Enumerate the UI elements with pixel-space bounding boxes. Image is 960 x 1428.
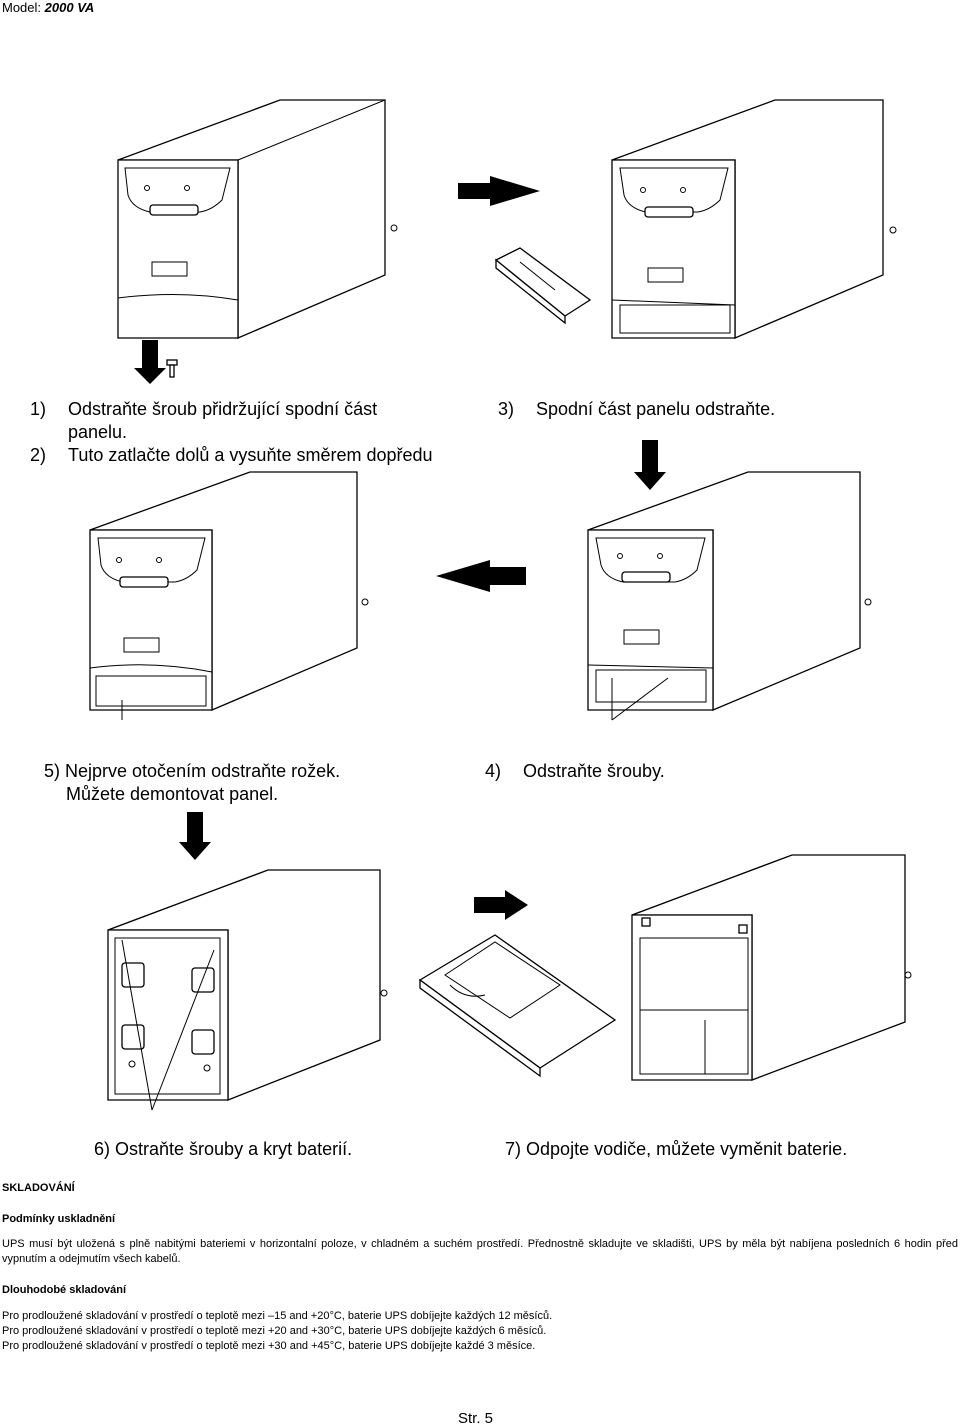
storage-title: SKLADOVÁNÍ — [2, 1182, 75, 1194]
step-text: Odstraňte šrouby. — [523, 761, 665, 781]
step-text: Spodní část panelu odstraňte. — [536, 399, 776, 419]
caption-step7: 7) Odpojte vodiče, můžete vyměnit bateri… — [505, 1138, 847, 1161]
model-label: Model: — [2, 0, 42, 15]
step-text: Tuto zatlačte dolů a vysuňte směrem dopř… — [68, 445, 433, 465]
down-arrow-icon — [179, 812, 211, 860]
battery-cover-illustration — [418, 934, 617, 1078]
storage-conditions-heading: Podmínky uskladnění — [2, 1213, 116, 1225]
caption-step5-line1: 5) Nejprve otočením odstraňte rožek. — [44, 761, 341, 781]
right-arrow-icon — [474, 890, 528, 920]
step-number: 4) — [485, 761, 502, 781]
down-arrow-icon — [634, 440, 666, 490]
page-header: Model: 2000 VA — [2, 0, 94, 15]
long-term-line: Pro prodloužené skladování v prostředí o… — [2, 1325, 547, 1337]
caption-step2: 2) Tuto zatlačte dolů a vysuňte směrem do… — [30, 444, 433, 467]
ups-illustration-step4 — [587, 471, 872, 721]
bottom-panel-illustration — [494, 247, 592, 325]
ups-illustration-step7 — [631, 854, 912, 1081]
step-text: Odstraňte šroub přidržující spodní část — [68, 399, 378, 419]
caption-step5-line2: Můžete demontovat panel. — [66, 784, 279, 804]
instruction-illustrations — [89, 99, 912, 1111]
page-number: Str. 5 — [458, 1410, 494, 1427]
ups-illustration-step6 — [107, 869, 388, 1111]
caption-step1: 1) Odstraňte šroub přidržující spodní čás… — [30, 398, 377, 421]
step-number: 1) — [30, 399, 47, 419]
caption-step6: 6) Ostraňte šrouby a kryt baterií. — [94, 1139, 353, 1159]
storage-conditions-text: UPS musí být uložená s plně nabitými bat… — [2, 1238, 958, 1265]
right-arrow-icon — [458, 176, 540, 206]
long-term-line: Pro prodloužené skladování v prostředí o… — [2, 1340, 536, 1352]
long-term-storage-list: Pro prodloužené skladování v prostředí o… — [2, 1309, 958, 1354]
step-text: Odpojte vodiče, můžete vyměnit baterie. — [526, 1139, 848, 1159]
step-number: 2) — [30, 445, 47, 465]
step-number: 7) — [505, 1139, 522, 1159]
model-value: 2000 VA — [44, 0, 95, 15]
step-number: 3) — [498, 399, 515, 419]
long-term-line: Pro prodloužené skladování v prostředí o… — [2, 1310, 553, 1322]
caption-step4: 4) Odstraňte šrouby. — [485, 760, 665, 783]
screw-icon — [166, 359, 178, 378]
caption-step3: 3) Spodní část panelu odstraňte. — [498, 398, 775, 421]
caption-step1-continued: panelu. — [68, 422, 128, 442]
down-arrow-icon — [134, 340, 166, 384]
left-arrow-icon — [436, 560, 526, 592]
ups-illustration-step5 — [89, 471, 369, 720]
long-term-storage-heading: Dlouhodobé skladování — [2, 1284, 127, 1296]
ups-illustration-step3 — [611, 99, 897, 339]
ups-illustration-step1 — [117, 99, 398, 339]
